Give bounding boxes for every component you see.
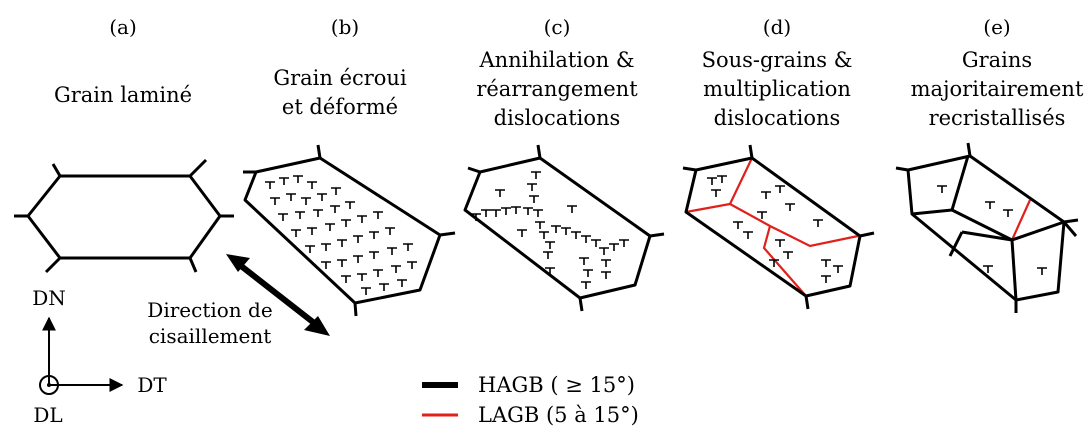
axis-label-dt: DT bbox=[137, 373, 167, 397]
grain-d-subgrains bbox=[682, 144, 875, 310]
panel-d-letter: (d) bbox=[763, 15, 791, 39]
panel-e-letter: (e) bbox=[983, 15, 1010, 39]
panel-c-title-1: Annihilation & bbox=[478, 48, 634, 72]
panel-d-title-1: Sous-grains & bbox=[702, 48, 853, 72]
panel-c-letter: (c) bbox=[544, 15, 571, 39]
panel-b-title-2: et déformé bbox=[282, 95, 398, 119]
axis-label-dn: DN bbox=[32, 286, 66, 310]
dislocation-walls bbox=[470, 171, 630, 290]
dislocation-cloud bbox=[264, 175, 418, 296]
panel-e-title-2: majoritairement bbox=[911, 77, 1084, 101]
panel-e-title-3: recristallisés bbox=[929, 106, 1066, 130]
axis-label-dl: DL bbox=[33, 403, 62, 427]
legend-lagb-label: LAGB (5 à 15°) bbox=[478, 403, 639, 427]
grain-b-deformed bbox=[243, 144, 456, 317]
panel-b-title-1: Grain écroui bbox=[273, 66, 407, 90]
shear-label-2: cisaillement bbox=[149, 324, 272, 348]
panel-c-title-3: dislocations bbox=[494, 106, 621, 130]
panel-a-letter: (a) bbox=[109, 15, 137, 39]
panel-c-title-2: réarrangement bbox=[476, 77, 638, 101]
panel-d-title-2: multiplication bbox=[703, 77, 851, 101]
panel-b-letter: (b) bbox=[331, 15, 359, 39]
axes-triad bbox=[39, 316, 124, 395]
lagb-boundary-e bbox=[1010, 199, 1032, 241]
shear-direction-arrow bbox=[226, 254, 330, 336]
panel-a-title: Grain laminé bbox=[54, 83, 192, 107]
panel-e-title-1: Grains bbox=[962, 48, 1032, 72]
grain-c-rearranged bbox=[463, 144, 665, 312]
lagb-boundaries bbox=[685, 157, 859, 297]
grain-a-rolled bbox=[14, 158, 234, 274]
legend-hagb-label: HAGB ( ≥ 15°) bbox=[478, 373, 635, 397]
legend: HAGB ( ≥ 15°) LAGB (5 à 15°) bbox=[422, 373, 639, 427]
shear-label-1: Direction de bbox=[147, 298, 272, 322]
grain-e-recrystallized bbox=[895, 142, 1079, 313]
panel-d-title-3: dislocations bbox=[714, 106, 841, 130]
